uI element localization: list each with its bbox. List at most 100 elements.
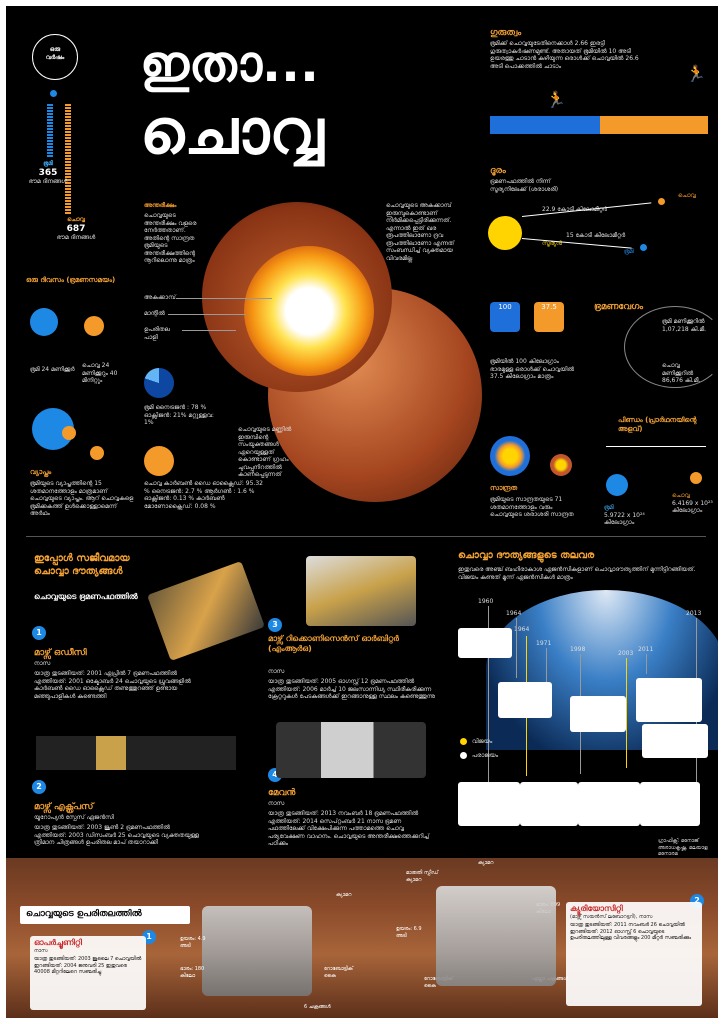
timeline-heading: ചൊവ്വാ ദൗത്യങ്ങളുടെ തലവര	[458, 550, 595, 561]
rover1-arm: റോബോട്ടിക് കൈ	[324, 966, 353, 979]
earth-dot2-icon	[640, 244, 647, 251]
gravity-ground-bar-mars	[600, 116, 708, 134]
mars-mass-icon	[690, 472, 702, 484]
earth-dot-icon	[50, 90, 57, 97]
earth-day-icon	[30, 308, 58, 336]
tl-box-9	[640, 782, 700, 826]
earth-dist-label: ഭൂമി	[624, 248, 634, 255]
rover2-camera: ക്യാമറ	[478, 860, 494, 866]
year-1964a: 1964	[506, 610, 522, 617]
mars-day-icon	[84, 316, 104, 336]
balance-beam	[606, 446, 706, 447]
mass-earth: ഭൂമി 5.9722 x 10²⁴ കിലോഗ്രാം	[604, 504, 645, 526]
mass-heading: പിണ്ഡം (പ്രാർഥനയിന്റെ അളവ്)	[618, 416, 697, 433]
success-legend-icon	[460, 738, 467, 745]
mission-2-name: മാഴ്സ് എക്സ്പ്രസ്	[34, 802, 94, 812]
year-2003: 2003	[618, 650, 634, 657]
tl-line-1	[488, 606, 489, 786]
earth-distance-line	[521, 238, 632, 249]
surface-heading-box: ചൊവ്വയുടെ ഉപരിതലത്തിൽ	[20, 906, 190, 924]
credit: ഗ്രാഫിക്സ്: മനോജ് അരാധകൃഷ്ണ, മലയാള മനോരമ	[658, 838, 708, 857]
rover2-name: ക്യൂരിയോസിറ്റി	[570, 904, 623, 913]
rover2-box: ക്യൂരിയോസിറ്റി (മാഴ്സ് സയൻസ് ലബോറട്ടറി),…	[566, 902, 702, 1006]
weight-text: ഭൂമിയിൽ 100 കിലോഗ്രാം ഭാരമുള്ള ഒരാൾക്ക് …	[490, 358, 575, 380]
one-year-label: ഒരു വർഷം	[45, 46, 65, 61]
core-pointer	[176, 298, 272, 299]
tl-line-2	[516, 618, 517, 678]
tl-box-7	[520, 782, 578, 826]
mars-atmos-text: ചൊവ്വ കാർബൺ ഡൈ ഓക്സൈഡ്: 95.32 % നൈട്രജൻ:…	[144, 480, 263, 510]
mars-dist-label: ചൊവ്വ	[678, 192, 696, 199]
surface-heading: ചൊവ്വയുടെ ഉപരിതലത്തിൽ	[26, 909, 142, 919]
density-heading: സാന്ദ്രത	[490, 484, 518, 492]
atmosphere-text: ചൊവ്വയുടെ അന്തരീക്ഷം വളരെ നേർത്തതാണ്. അത…	[144, 212, 197, 264]
tl-box-4	[636, 678, 702, 722]
earth-scale-icon: 100	[490, 302, 520, 332]
rover2-mast: മാരുതി സ്പീഡ് ക്യാമറ	[406, 870, 439, 883]
mantle-pointer	[168, 314, 246, 315]
title-line2: ചൊവ്വ	[140, 95, 324, 168]
core-text: ചൊവ്വയുടെ അകക്കാമ്പ് ഇരുമ്പുകൊണ്ടാണ് നിർ…	[386, 202, 455, 262]
tl-box-8	[578, 782, 640, 826]
rover1-camera: ക്യാമറ	[336, 892, 352, 898]
atmosphere-label: അന്തരീക്ഷം	[144, 202, 177, 209]
mission-1-badge: 1	[32, 626, 46, 640]
mantle-label: മാന്റിൽ	[144, 310, 165, 317]
year-1998: 1998	[570, 646, 586, 653]
mars-size-icon	[62, 426, 76, 440]
earth-mass-icon	[606, 474, 628, 496]
day-heading: ഒരു ദിവസം (ഭ്രമണസമയം)	[26, 276, 116, 284]
surface-text: ചൊവ്വയുടെ മണ്ണിൽ ഇരുമ്പിന്റെ സംയുക്തങ്ങൾ…	[238, 426, 292, 478]
rover2-text: യാത്ര തുടങ്ങിയത്: 2011 നവംബർ 26 ചൊവ്വയിൽ…	[570, 922, 692, 941]
tl-line-6	[626, 658, 627, 768]
rover1-wheels: 6 ചക്രങ്ങൾ	[304, 1004, 331, 1010]
mission-4-name: മേവൻ	[268, 788, 296, 798]
earth-year-text: ഭൂമി 365 ഭൗമ ദിനങ്ങൾ	[28, 160, 68, 185]
tl-line-4	[546, 648, 547, 688]
orbit-ring-icon	[32, 34, 78, 80]
mission-1-text: യാത്ര തുടങ്ങിയത്: 2001 ഏപ്രിൽ 7 ഭ്രമണപഥത…	[34, 670, 191, 700]
earth-atmos-pie-icon	[144, 368, 174, 398]
crust-pointer	[182, 330, 236, 331]
mission-1-agency: നാസ	[34, 660, 51, 667]
sun-label: സൂര്യൻ	[542, 240, 562, 247]
year-2013: 2013	[686, 610, 702, 617]
mars-year-bar	[65, 104, 71, 214]
earth-year-bar	[47, 104, 53, 158]
mission-3-image	[306, 556, 416, 626]
crust-label: ഉപരിതല പാളി	[144, 326, 170, 341]
mission-3-agency: നാസ	[268, 668, 285, 675]
tl-box-3	[570, 696, 626, 732]
earth-day-text: ഭൂമി 24 മണിക്കൂർ	[30, 366, 75, 373]
mars-density-icon	[550, 454, 572, 476]
divider	[26, 536, 706, 537]
year-1960: 1960	[478, 598, 494, 605]
mission-2-agency: യൂറോപ്യൻ സ്പേസ് ഏജൻസി	[34, 814, 114, 821]
sun-icon	[488, 216, 522, 250]
mission-4-agency: നാസ	[268, 800, 285, 807]
rover1-image	[202, 906, 312, 996]
tl-box-6	[458, 782, 520, 826]
rover1-text: യാത്ര തുടങ്ങിയത്: 2003 ജൂലൈ 7 ചൊവ്വയിൽ ഇ…	[34, 956, 142, 975]
jumper-mars-icon: 🏃	[686, 64, 706, 83]
core-label: അകക്കാമ്പ്	[144, 294, 176, 301]
gravity-ground-bar	[490, 116, 600, 134]
mars-core-image	[244, 246, 374, 376]
failure-legend-icon	[460, 752, 467, 759]
mission-4-image	[276, 722, 426, 778]
mars-size-icon-2	[90, 446, 104, 460]
mars-dot-icon	[658, 198, 665, 205]
tl-line-7	[646, 654, 647, 674]
gravity-heading: ഗുരുത്വം	[490, 28, 522, 38]
jumper-earth-icon: 🏃	[546, 90, 566, 109]
rover2-agency: (മാഴ്സ് സയൻസ് ലബോറട്ടറി), നാസ	[570, 914, 653, 920]
mission-2-badge: 2	[32, 780, 46, 794]
speed-heading: ഭ്രമണവേഗം	[594, 302, 644, 312]
year-1971: 1971	[536, 640, 552, 647]
mission-1-image	[147, 561, 265, 661]
timeline-intro: ഇതുവരെ അഞ്ച് ബഹിരാകാശ ഏജൻസികളാണ് ചൊവ്വാദ…	[458, 566, 696, 581]
rover2-height: ഉയരം: 6.9 അടി	[396, 926, 422, 939]
distance-heading: ദൂരം	[490, 166, 506, 176]
mars-day-text: ചൊവ്വ 24 മണിക്കൂറും 40 മിനിറ്റും	[82, 362, 118, 384]
